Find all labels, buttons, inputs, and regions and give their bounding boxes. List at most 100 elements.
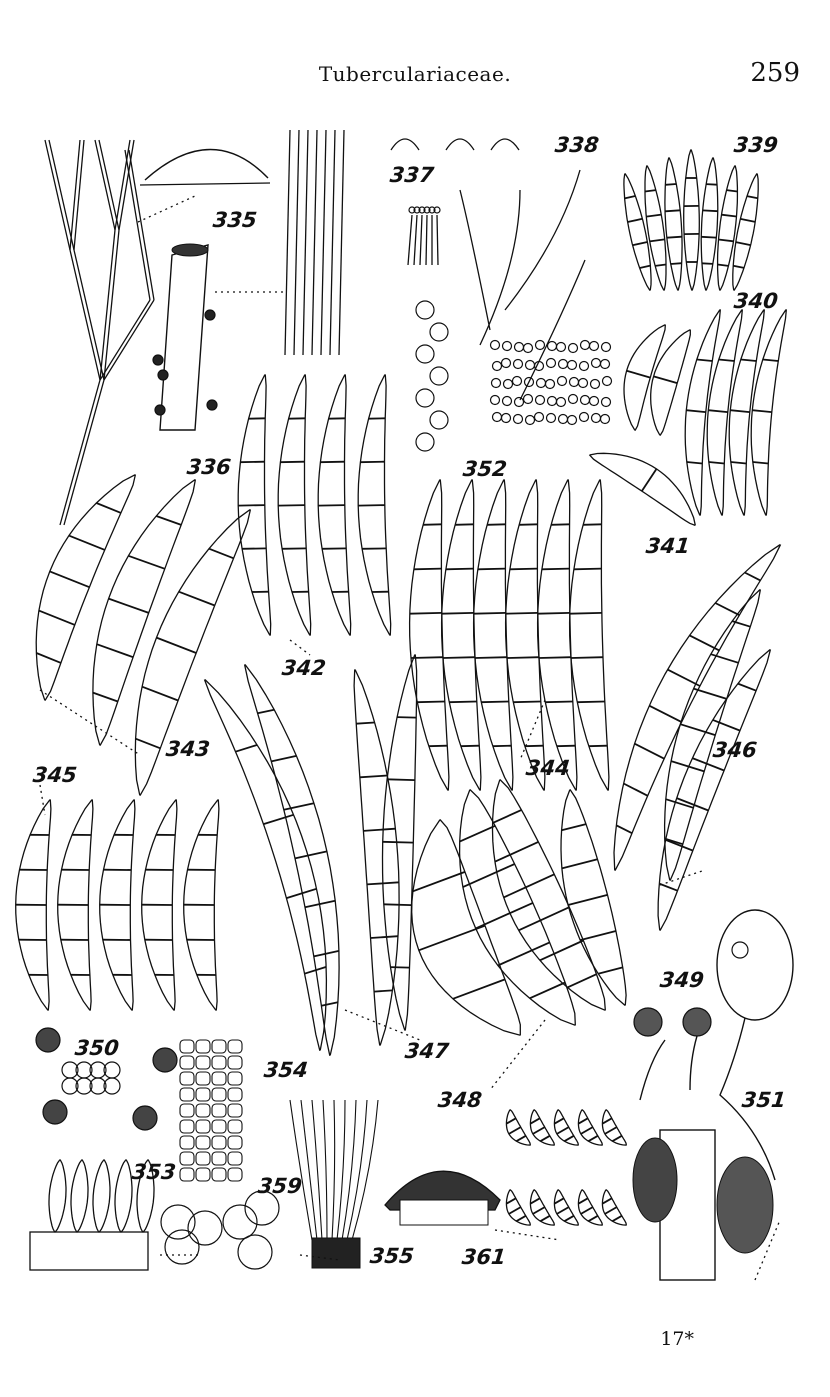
conidium-339-0-septum-4 [624,195,636,200]
conidium-338-43 [600,396,612,408]
spore-347b-septum-4 [294,850,328,860]
spore-344-5-septum-3 [570,656,604,659]
conidium-339-0-septum-2 [632,241,648,247]
conidium-339-2-septum-2 [666,235,682,239]
spore-359-2 [187,1210,223,1246]
spore-346a-septum-4 [648,704,683,723]
spore-340-0 [684,309,722,516]
figure-label-352: 352 [461,457,509,481]
cell-350-5 [75,1077,93,1095]
spore-344-1-septum-3 [442,656,476,659]
spore-344-5-septum-6 [583,523,602,526]
spore-347b-septum-3 [283,802,315,811]
conidium-337-1 [413,206,421,214]
leader-8 [299,1254,341,1261]
spore-346a [613,544,782,871]
spore-346b-septum-1 [664,837,684,846]
conidium-338-41 [579,394,591,406]
figure-label-354: 354 [262,1058,310,1082]
conidium-337-3 [423,206,431,214]
figure-label-361: 361 [460,1245,508,1269]
spore-347b-septum-5 [304,899,336,909]
spore-348c-septum-5 [539,939,584,962]
cell-352-4 [415,388,435,408]
cell-354-0-0 [179,1039,195,1054]
spore-347d-septum-1 [397,716,417,719]
leader-5 [344,1009,421,1041]
spore-343a-septum-3 [49,570,90,589]
cell-354-7-2 [211,1151,227,1166]
spore-340-0-septum-1 [686,461,703,465]
fruitbody-337-0 [390,138,420,151]
branch-335b-3 [103,229,120,381]
spore-348d-septum-1 [561,823,587,832]
conidium-338-19 [578,360,590,372]
head-350-0 [35,1027,61,1053]
conidium-338-8 [579,339,591,351]
spore-346b-septum-3 [670,760,705,773]
conidium-338-5 [546,340,558,352]
spore-347b [243,664,340,1056]
leader-9 [494,1229,561,1241]
spore-344-2-septum-5 [477,567,506,571]
substrate-335 [139,182,271,186]
hypha-355-5 [336,1099,346,1241]
conidium-338-23 [502,378,514,390]
cell-352-0 [415,300,435,320]
spore-346b-septum-4 [680,723,716,736]
cell-354-2-3 [227,1071,243,1086]
spore-341b [650,329,691,436]
conidium-361-4-septum-3 [611,1135,623,1142]
cell-354-8-3 [227,1167,243,1182]
conidium-338-15 [533,360,545,372]
sporodochium-336-4 [152,354,164,366]
conidium-339-0-septum-3 [627,217,643,223]
spore-340-1 [706,309,744,516]
conidium-338-34 [501,395,513,407]
spore-359-1 [164,1229,200,1265]
spore-347b-septum-1 [257,708,275,715]
spore-346b-septum-5 [693,687,727,700]
conidium-338-49 [545,412,557,424]
conidium-361-3 [577,1109,604,1146]
wart-lower-left [632,1137,678,1223]
hypha-355-6 [341,1099,357,1241]
spore-344-4-septum-1 [556,744,576,748]
cell-354-1-0 [179,1055,195,1070]
spore-347c-septum-6 [374,989,393,993]
spore-342-0 [237,374,272,636]
cell-354-3-0 [179,1087,195,1102]
spore-347b-septum-7 [321,1001,339,1007]
fruitbody-337-1 [445,138,475,151]
conidium-361-8-septum-3 [587,1215,599,1222]
conidium-361-8-septum-1 [577,1197,589,1205]
spore-348d-septum-4 [579,930,617,941]
spore-348c-septum-6 [567,973,597,989]
spore-353-4 [136,1159,155,1233]
conidium-361-7-septum-2 [556,1206,570,1215]
sporodochium-336-3 [204,309,216,321]
cell-354-5-3 [227,1119,243,1134]
spore-346a-septum-2 [623,782,649,797]
hypha-355-2 [311,1099,323,1241]
branch-335-6 [69,139,81,251]
figure-label-355: 355 [368,1244,416,1268]
conidium-361-7 [553,1189,580,1226]
spore-340-3-septum-2 [752,409,772,413]
conidium-338-44 [491,411,503,423]
conidium-349a [633,1007,663,1037]
spore-344-0-septum-4 [409,612,442,615]
leader-4 [659,869,706,886]
spore-348b-septum-5 [529,981,566,1000]
spore-343a-septum-1 [36,652,62,664]
conidium-338-51 [566,414,578,426]
spore-347c-septum-2 [359,774,388,779]
cell-354-5-0 [179,1119,195,1134]
cell-354-0-2 [211,1039,227,1054]
cell-350-4 [61,1077,79,1095]
conidium-338-22 [490,377,502,389]
figure-label-345: 345 [31,763,79,787]
conidium-339-6-septum-2 [735,241,751,246]
cell-354-6-1 [195,1135,211,1150]
